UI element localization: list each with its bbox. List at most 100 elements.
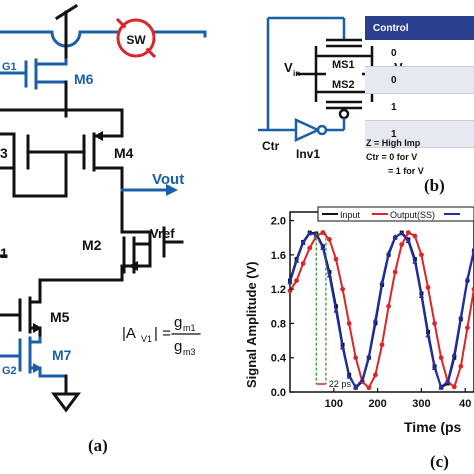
- series-2-point: [346, 321, 352, 326]
- series-2-point: [405, 230, 411, 235]
- series-3-point: [431, 365, 438, 370]
- switch-symbol: SW: [115, 17, 157, 59]
- series-3-point: [399, 230, 405, 236]
- chart-legend: Input Output(SS): [317, 206, 474, 222]
- series-3-point: [320, 245, 326, 250]
- gain-lhs-end: | =: [154, 325, 171, 342]
- series-2-point: [353, 355, 359, 361]
- series-2-point: [327, 237, 332, 242]
- series-3-point: [385, 250, 392, 256]
- table-row-1: 0: [365, 40, 474, 67]
- series-2-point: [366, 385, 372, 391]
- ms1-label: MS1: [332, 59, 355, 71]
- switch-label: SW: [126, 33, 146, 47]
- series-2-point: [386, 303, 391, 309]
- series-2-point: [300, 261, 306, 266]
- nmos-pair: 1 M2 Vref: [0, 226, 184, 282]
- vref-label: Vref: [150, 226, 175, 241]
- series-3-point: [451, 351, 457, 357]
- x-tick-label: 200: [368, 398, 386, 410]
- note-ctr1: = 1 for V: [388, 166, 424, 176]
- series-3-point: [458, 313, 464, 319]
- series-3-point: [300, 239, 306, 245]
- y-tick-label: 1.6: [271, 250, 286, 262]
- series-3-point: [359, 377, 365, 382]
- legend-label-1: Input: [340, 210, 361, 220]
- series-3-point: [412, 258, 418, 264]
- series-3-point: [392, 233, 398, 239]
- panel-a-circuit: SW G1 M6 3: [0, 3, 207, 413]
- table-header: Control: [365, 16, 474, 40]
- inv1-label: Inv1: [296, 147, 320, 161]
- gain-lhs-sub: V1: [141, 334, 152, 344]
- series-3-point: [333, 307, 339, 313]
- m2-label: M2: [82, 237, 102, 253]
- table-row-2: 0: [365, 66, 474, 94]
- series-3-point: [438, 383, 444, 389]
- series-3-point: [293, 257, 300, 263]
- vout-label: Vout: [152, 171, 184, 188]
- gain-denominator: g: [174, 338, 182, 355]
- ms2-label: MS2: [332, 79, 355, 91]
- m4-label: M4: [114, 145, 134, 161]
- delay-annotation: 22 ps: [329, 379, 352, 389]
- y-tick-label: 0.0: [271, 387, 286, 399]
- series-3-point: [346, 373, 352, 379]
- series-3-point: [307, 230, 313, 236]
- series-2-point: [340, 286, 345, 292]
- series-2-point: [392, 269, 398, 275]
- y-tick-label: 1.2: [271, 284, 286, 296]
- vout-output: Vout: [120, 171, 184, 196]
- series-3-point: [425, 332, 431, 338]
- series-2-point: [432, 321, 437, 326]
- gain-numerator-sub: m1: [183, 323, 196, 333]
- series-2-point: [320, 230, 326, 235]
- series-3-point: [339, 344, 346, 350]
- legend-box: [317, 206, 474, 222]
- transistor-m7: G2 M7: [0, 336, 81, 413]
- series-3-point: [366, 353, 372, 358]
- series-3-point: [326, 272, 333, 278]
- series-2-point: [333, 256, 339, 262]
- m6-label: M6: [74, 71, 94, 87]
- x-tick-label: 300: [412, 398, 430, 410]
- series-2-point: [373, 372, 378, 378]
- series-3-point: [464, 275, 471, 281]
- ctr-label: Ctr: [262, 139, 280, 153]
- note-ctr0: Ctr = 0 for V: [366, 152, 418, 162]
- vin-sub: in: [293, 69, 300, 78]
- g2-label: G2: [2, 365, 17, 377]
- gain-formula: |A V1 | = g m1 g m3: [122, 314, 201, 357]
- series-3-point: [471, 246, 474, 252]
- series-2-point: [412, 233, 418, 239]
- caption-c: (c): [430, 452, 449, 471]
- series-3-point: [418, 293, 425, 298]
- series-2-point: [425, 285, 431, 290]
- series-2-point: [438, 355, 444, 361]
- supply-rail: [0, 3, 207, 62]
- table-row-4: 1: [365, 120, 474, 148]
- series-2-point: [419, 252, 424, 258]
- control-table: Control 0 0 1 1: [365, 16, 474, 148]
- series-3-point: [372, 317, 379, 322]
- series-2-point: [294, 278, 299, 283]
- transistor-m5: M5: [0, 278, 70, 340]
- m5-label: M5: [50, 309, 70, 325]
- series-3-point: [353, 383, 359, 389]
- caption-b: (b): [424, 176, 445, 195]
- x-axis-label: Time (ps: [404, 419, 462, 435]
- m1-label: 1: [0, 245, 8, 261]
- series-3-point: [445, 378, 451, 384]
- legend-label-2: Output(SS): [390, 210, 435, 220]
- x-tick-label: 40: [459, 398, 471, 410]
- y-tick-label: 0.4: [271, 353, 287, 365]
- series-2-point: [307, 245, 313, 251]
- x-tick-label: 100: [325, 398, 343, 410]
- series-2-point: [379, 342, 385, 348]
- series-3-point: [405, 238, 411, 244]
- y-axis-label: Signal Amplitude (V): [244, 261, 259, 388]
- chart-marks: 22 ps: [287, 230, 474, 391]
- series-3-point: [379, 279, 385, 285]
- pmos-pair: 3 M4: [0, 108, 134, 234]
